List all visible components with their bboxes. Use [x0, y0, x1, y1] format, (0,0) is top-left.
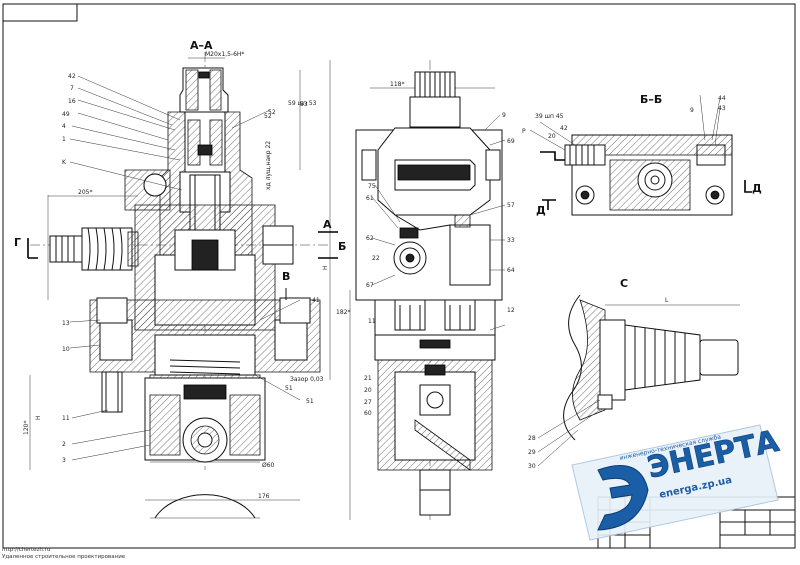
cut-d-right: Д: [752, 182, 762, 195]
callout-number: 21: [364, 375, 372, 382]
callout-number: 42: [560, 125, 568, 132]
stamp-logo-e: [597, 465, 649, 531]
cut-v-mark: В: [282, 270, 290, 283]
callout-number: 44: [718, 95, 726, 102]
callout-number: 64: [507, 267, 515, 274]
callout-number: 11: [368, 318, 376, 325]
callouts-left: 42 7 16 52 49 4 1K 13 10 11 2 3: [62, 73, 272, 464]
callout-number: 61: [366, 195, 374, 202]
dim-l: L: [665, 297, 669, 304]
section-bb-view: Б–Б Д Д 39 шп 45 P 20 42 9 44 43: [522, 93, 762, 217]
thread-dim: М20х1,5-6Н*: [205, 51, 244, 58]
cut-b-mark: Б: [338, 240, 346, 253]
sheet-frame: [2, 3, 796, 549]
callout-number: 22: [372, 255, 380, 262]
bellows-left: [49, 227, 139, 271]
dim-h-left: H: [35, 415, 42, 420]
callout-number: K: [62, 159, 67, 166]
callouts-bb: P 20 42 9 44 43: [522, 95, 726, 140]
callout-number: 9: [690, 107, 694, 114]
section-aa-label: А–А: [190, 39, 213, 52]
front-view: 118*: [336, 60, 515, 520]
callout-number: 10: [62, 346, 70, 353]
callout-number: 75: [368, 183, 376, 190]
dim-182: 182*: [336, 309, 350, 316]
callout-number: 49: [62, 111, 70, 118]
callout-number: 27: [364, 399, 372, 406]
callout-number: 53: [300, 101, 308, 108]
dim-205: 205*: [78, 189, 92, 196]
view-c: С L 28 29 30: [528, 277, 740, 470]
callout-number: 16: [68, 98, 76, 105]
energa-stamp: ЭНЕРТА инженерно-техническая служба ener…: [571, 423, 783, 541]
callout-number: 57: [507, 202, 515, 209]
callout-number: 43: [718, 105, 726, 112]
callout-number: 28: [528, 435, 536, 442]
callout-number: 9: [502, 112, 506, 119]
callout-number: 51: [285, 385, 293, 392]
callout-number: 29: [528, 449, 536, 456]
corner-box: [2, 3, 78, 22]
footer-url: http://chertezh.ru: [2, 547, 51, 553]
dim-176: 176: [258, 493, 270, 500]
callout-number: 11: [62, 415, 70, 422]
callouts-right-a: 52 51 41 53 51: [268, 101, 320, 405]
callout-number: 2: [62, 441, 66, 448]
callout-number: 20: [364, 387, 372, 394]
dim-60: Ø60: [262, 462, 275, 469]
cut-d-left: Д: [536, 204, 546, 217]
callout-number: 51: [306, 398, 314, 405]
section-aa-view: А–А М20х1,5-6Н*: [14, 39, 346, 519]
callout-number: 4: [62, 123, 66, 130]
callout-number: 69: [507, 138, 515, 145]
callout-number: 67: [366, 282, 374, 289]
gap-dim: Зазор 0,03: [290, 376, 324, 383]
callout-number: 7: [70, 85, 74, 92]
callout-number: 42: [68, 73, 76, 80]
callout-number: 52: [264, 113, 272, 120]
footer-caption: Удаленное строительное проектирование: [2, 554, 126, 560]
section-bb-label: Б–Б: [640, 93, 662, 106]
callout-number: 30: [528, 463, 536, 470]
callout-number: 3: [62, 457, 66, 464]
callout-number: 12: [507, 307, 515, 314]
cut-g-left: Г: [14, 236, 21, 249]
callout-number: 62: [366, 235, 374, 242]
callout-number: 41: [312, 297, 320, 304]
callout-number: 13: [62, 320, 70, 327]
callout-number: 20: [548, 133, 556, 140]
footer-credit: http://chertezh.ru Удаленное строительно…: [2, 547, 125, 561]
callout-number: 33: [507, 237, 515, 244]
callout-number: 52: [268, 109, 276, 116]
dim-v: H: [322, 265, 329, 270]
callout-number: 1: [62, 136, 66, 143]
dim-118: 118*: [390, 81, 404, 88]
dim-l22: хд лущ.накр 22: [265, 141, 272, 190]
callout-number: 60: [364, 410, 372, 417]
key53-dim: 59 шп 53: [288, 100, 317, 107]
callouts-c: 28 29 30: [528, 435, 536, 470]
view-c-label: С: [620, 277, 628, 290]
callout-number: P: [522, 128, 526, 135]
dim-120: 120*: [23, 421, 30, 435]
key45-dim: 39 шп 45: [535, 113, 564, 120]
cut-a-mark: А: [323, 218, 332, 231]
callouts-mid: 9 69 57 75 61 62 33 64 22 67 12 11 21 20 27 60: [364, 112, 515, 417]
